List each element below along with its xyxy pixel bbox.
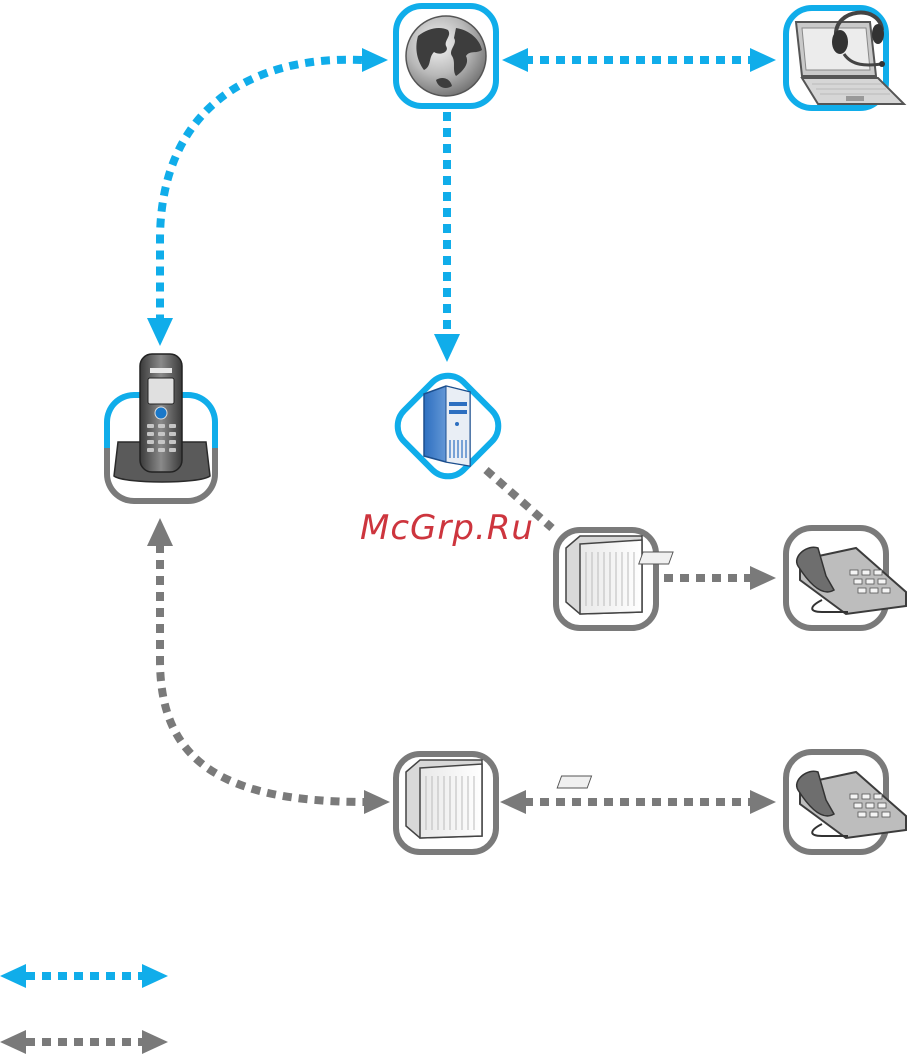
pstn-exchange-2-node [396,754,496,852]
pstn-exchange-1-node [556,530,656,628]
link-dect-exchange2 [160,544,366,802]
arrowhead [364,790,390,814]
arrowhead [500,790,526,814]
globe-icon [406,16,486,96]
arrowhead [147,518,173,546]
arrowhead [502,48,528,72]
phone-exchange-icon [406,760,482,838]
arrowhead [147,318,173,346]
internet-node [396,6,496,106]
arrowhead [434,334,460,362]
arrowhead [362,48,388,72]
link-internet-dect [160,60,362,318]
server-tower-icon [424,386,470,466]
legend-pstn-line [0,1030,168,1054]
desk-phone-icon [639,547,906,614]
link-server-exchange1 [486,470,552,528]
sip-server-node [389,367,508,486]
arrowhead [750,48,776,72]
legend-voip-line [0,964,168,988]
phone-exchange-icon [566,536,642,614]
arrowhead [750,790,776,814]
arrowhead [750,566,776,590]
dect-handset-node [100,354,222,508]
softphone-node [786,8,904,108]
legend [0,964,168,1054]
